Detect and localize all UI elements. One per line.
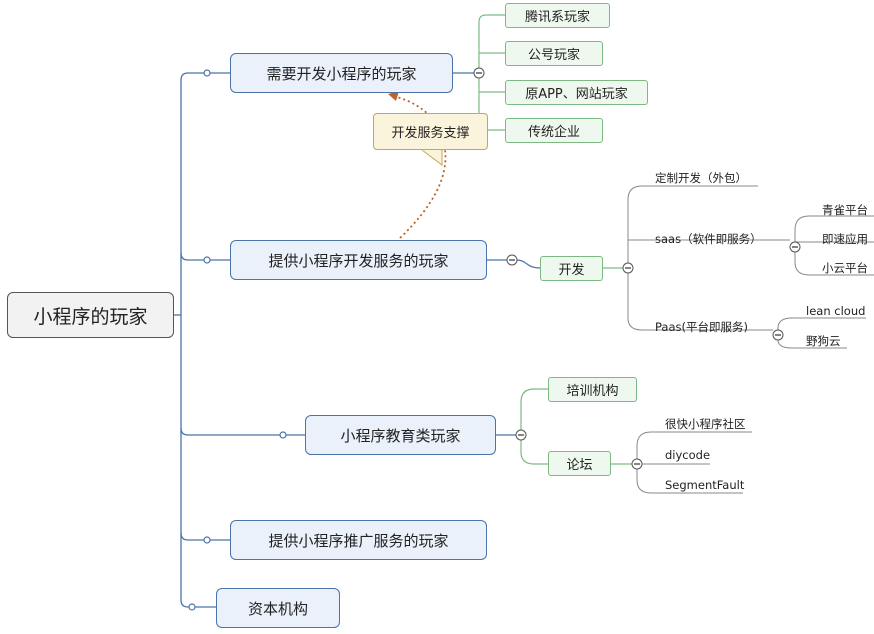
subtopic-official-account[interactable]: 公号玩家 [505,41,603,66]
leaf-saas[interactable]: saas（软件即服务） [655,232,762,246]
leaf-diycode[interactable]: diycode [665,448,711,462]
branch-line [794,215,874,276]
joint-circle [203,256,211,264]
topic-dev-service-providers[interactable]: 提供小程序开发服务的玩家 [230,240,487,280]
collapse-toggle [506,254,518,266]
subtopic-training[interactable]: 培训机构 [548,377,637,402]
leaf-qingque[interactable]: 青雀平台 [822,203,868,217]
trunk-line [180,252,205,261]
root-topic[interactable]: 小程序的玩家 [7,292,174,338]
joint-circle [279,431,287,439]
branch-line [636,431,752,494]
trunk-line [180,427,281,436]
leaf-wilddog[interactable]: 野狗云 [806,334,841,348]
subtopic-forum[interactable]: 论坛 [548,451,611,476]
trunk-line [195,72,305,608]
callout-dev-support[interactable]: 开发服务支撑 [373,113,488,150]
relationship-arrow [396,96,447,239]
collapse-toggle [631,458,643,470]
trunk-line [180,532,205,541]
branch-line [627,185,790,331]
topic-promotion-providers[interactable]: 提供小程序推广服务的玩家 [230,520,487,560]
leaf-custom-dev[interactable]: 定制开发（外包） [655,171,747,185]
topic-education-players[interactable]: 小程序教育类玩家 [305,415,496,455]
collapse-toggle [622,262,634,274]
collapse-toggle [473,67,485,79]
branch-line [777,317,866,349]
collapse-toggle [515,429,527,441]
leaf-henkuai[interactable]: 很快小程序社区 [665,417,746,431]
leaf-jisu[interactable]: 即速应用 [822,232,868,246]
collapse-toggle [772,329,784,341]
collapse-toggle [789,241,801,253]
joint-circle [188,603,196,611]
arrow-head [388,91,399,101]
joint-circle [203,69,211,77]
topic-capital[interactable]: 资本机构 [216,588,340,628]
branch-line [487,259,541,269]
subtopic-traditional[interactable]: 传统企业 [505,118,603,143]
subtopic-tencent[interactable]: 腾讯系玩家 [505,3,610,28]
leaf-xiaoyun[interactable]: 小云平台 [822,261,868,275]
leaf-segmentfault[interactable]: SegmentFault [665,478,745,492]
subtopic-app-website[interactable]: 原APP、网站玩家 [505,80,648,105]
topic-developers-needed[interactable]: 需要开发小程序的玩家 [230,53,453,93]
branch-line [520,388,548,465]
leaf-leancloud[interactable]: lean cloud [806,304,866,318]
subtopic-development[interactable]: 开发 [540,256,603,281]
trunk-line [180,72,205,608]
callout-tail [420,149,443,166]
joint-circle [203,536,211,544]
leaf-paas[interactable]: Paas(平台即服务) [655,320,748,334]
